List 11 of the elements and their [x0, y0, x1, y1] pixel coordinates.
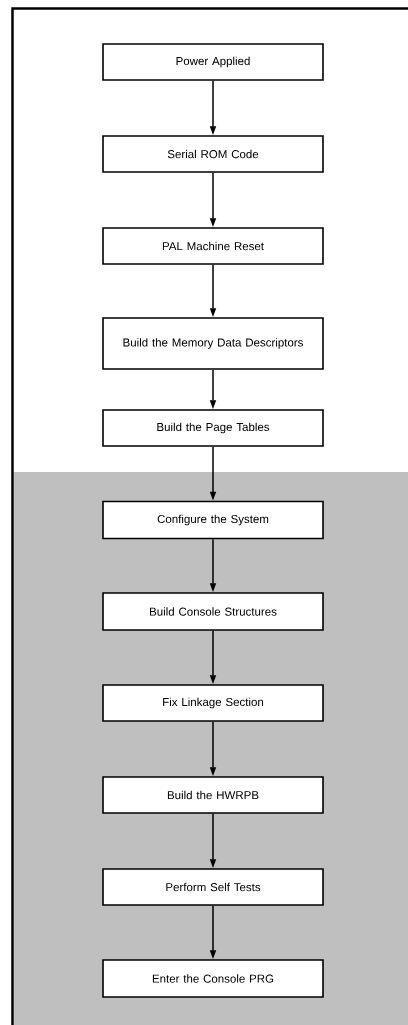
process-box: Fix Linkage Section [102, 684, 324, 722]
process-box: Perform Self Tests [102, 868, 324, 906]
process-box: Configure the System [102, 500, 324, 540]
process-box: Build Console Structures [102, 592, 324, 631]
process-box: Build the HWRPB [102, 776, 324, 814]
process-box: Enter the Console PRG [102, 959, 324, 998]
process-box: Build the Page Tables [102, 409, 324, 447]
process-box: Power Applied [102, 43, 324, 81]
process-box: Build the Memory Data Descriptors [102, 317, 324, 370]
process-box: PAL Machine Reset [102, 227, 324, 265]
process-box: Serial ROM Code [102, 135, 324, 173]
